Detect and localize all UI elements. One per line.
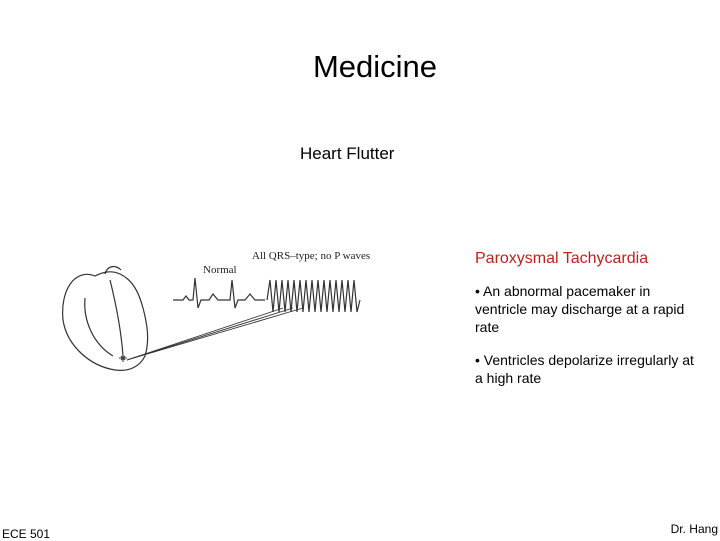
slide-subtitle: Heart Flutter [300, 144, 395, 163]
heart-ecg-figure: Normal All QRS–type; no P waves [55, 228, 395, 378]
bullet-item: • Ventricles depolarize irregularly at a… [475, 352, 694, 386]
normal-ecg-trace [173, 277, 265, 309]
footer-course: ECE 501 [2, 527, 51, 541]
figure-label-qrs: All QRS–type; no P waves [252, 250, 371, 262]
bullet-list: • An abnormal pacemaker in ventricle may… [475, 282, 705, 402]
bullet-item: • An abnormal pacemaker in ventricle may… [475, 283, 685, 335]
pacemaker-focus [119, 354, 127, 362]
slide-title: Medicine [312, 49, 438, 84]
heart-vessel [104, 265, 122, 275]
arrow-line-3 [126, 307, 304, 361]
figure-label-normal: Normal [203, 264, 237, 276]
arrow-line-2 [126, 307, 294, 361]
arrow-line-1 [126, 307, 284, 361]
heart-outline [62, 271, 149, 371]
heart-inner-wall [84, 297, 114, 357]
tachycardia-ecg-trace [266, 279, 361, 313]
heart-septum [109, 279, 124, 357]
footer-author: Dr. Hang [670, 522, 718, 536]
section-heading: Paroxysmal Tachycardia [475, 250, 649, 267]
heart-ecg-drawing [62, 265, 361, 371]
